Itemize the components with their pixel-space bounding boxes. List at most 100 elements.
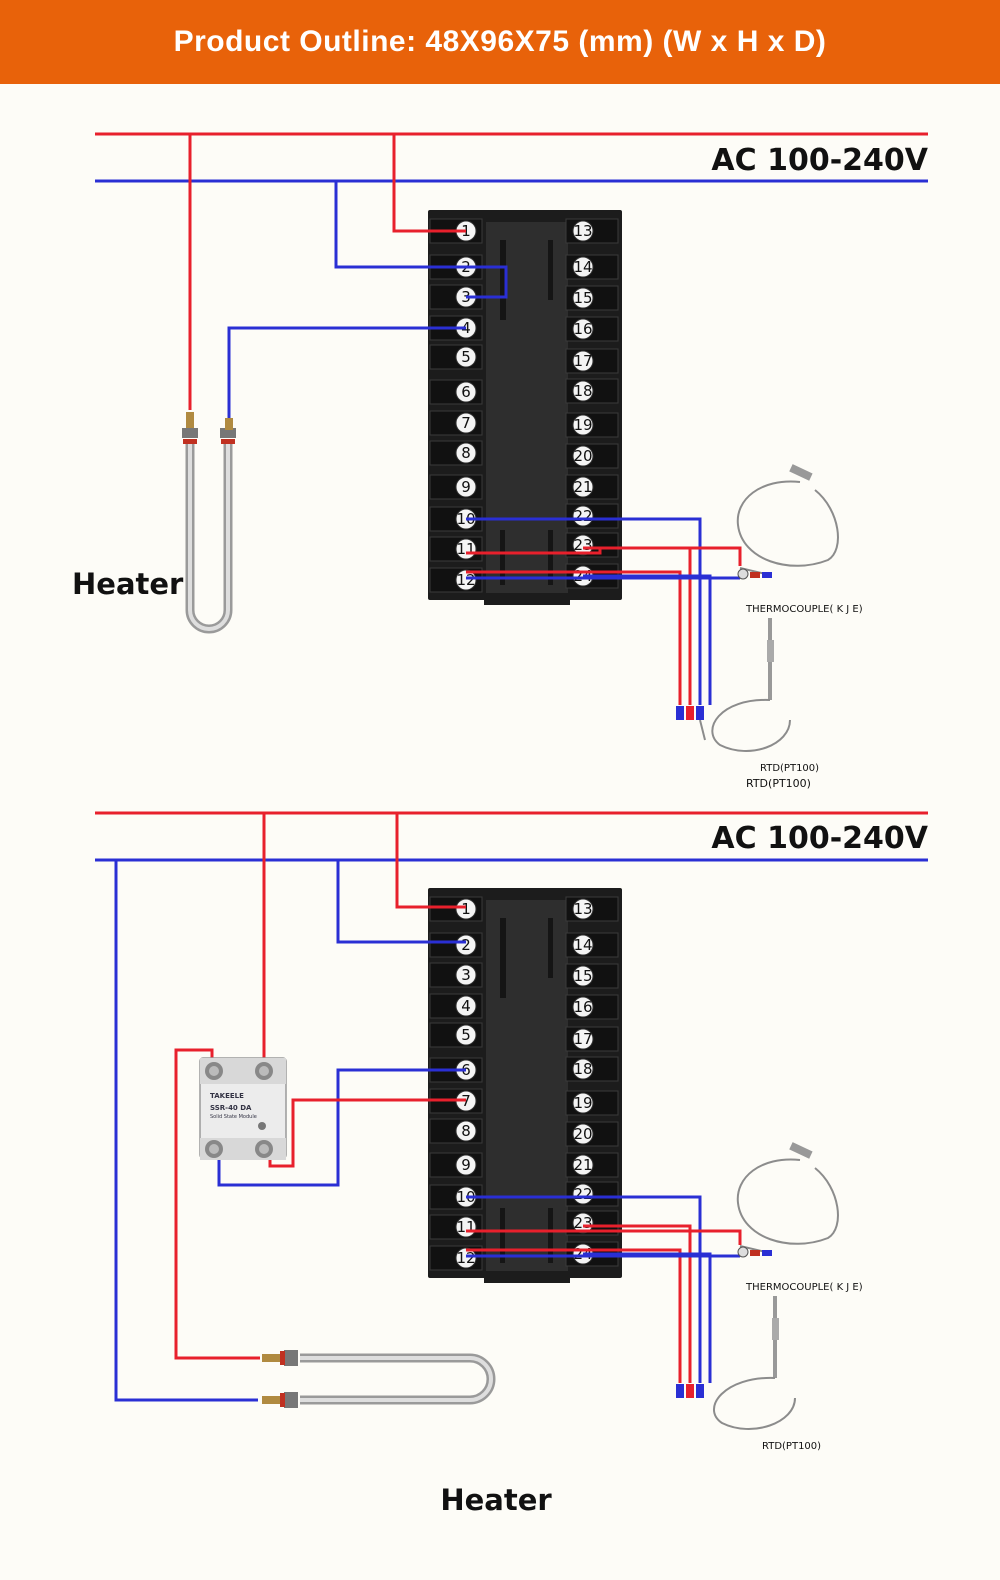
terminal-number: 8 — [461, 444, 471, 462]
terminal-number: 11 — [456, 540, 475, 558]
terminal-number: 16 — [573, 998, 592, 1016]
terminal-screw — [572, 898, 594, 920]
terminal-screw — [455, 934, 477, 956]
terminal-number: 2 — [461, 936, 471, 954]
terminal-number: 12 — [456, 1249, 475, 1267]
terminal-number: 15 — [573, 289, 592, 307]
terminal-screw — [455, 346, 477, 368]
terminal-screw — [455, 476, 477, 498]
terminal-screw — [572, 287, 594, 309]
header-banner: Product Outline: 48X96X75 (mm) (W x H x … — [0, 0, 1000, 84]
terminal-number: 9 — [461, 478, 471, 496]
terminal-number: 18 — [573, 382, 592, 400]
terminal-screw — [572, 934, 594, 956]
terminal-number: 20 — [573, 1125, 592, 1143]
terminal-screw — [572, 414, 594, 436]
terminal-screw — [455, 569, 477, 591]
terminal-screw — [572, 1154, 594, 1176]
wires-1 — [95, 132, 928, 705]
terminal-screw — [572, 445, 594, 467]
heater-element-2 — [262, 1350, 496, 1408]
terminal-screw — [455, 964, 477, 986]
terminal-number: 9 — [461, 1156, 471, 1174]
terminal-screw — [572, 220, 594, 242]
terminal-number: 5 — [461, 348, 471, 366]
terminal-number: 8 — [461, 1122, 471, 1140]
terminal-number: 17 — [573, 1030, 592, 1048]
terminal-screw — [572, 1092, 594, 1114]
terminal-number: 22 — [573, 507, 592, 525]
terminal-number: 18 — [573, 1060, 592, 1078]
terminal-screw — [572, 534, 594, 556]
terminal-number: 6 — [461, 383, 471, 401]
ssr-subtitle: Solid State Module — [210, 1114, 257, 1120]
terminal-number: 14 — [573, 936, 592, 954]
heater-label-2: Heater — [440, 1483, 552, 1517]
terminal-number: 21 — [573, 1156, 592, 1174]
ssr-module: TAKEELE SSR-40 DA Solid State Module — [199, 1057, 287, 1160]
terminal-screw — [572, 996, 594, 1018]
terminal-screw — [572, 476, 594, 498]
terminal-number: 14 — [573, 258, 592, 276]
terminal-number: 4 — [461, 997, 471, 1015]
page-title: Product Outline: 48X96X75 (mm) (W x H x … — [173, 25, 827, 58]
terminal-number: 3 — [461, 966, 471, 984]
terminal-screw — [455, 995, 477, 1017]
terminal-number: 15 — [573, 967, 592, 985]
terminal-number: 19 — [573, 1094, 592, 1112]
thermocouple-label-1: THERMOCOUPLE( K J E) — [745, 604, 863, 615]
terminal-screw — [572, 380, 594, 402]
terminal-number: 13 — [573, 222, 592, 240]
terminal-screw — [455, 1120, 477, 1142]
rtd-label-1b: RTD(PT100) — [746, 777, 811, 790]
power-label-2: AC 100-240V — [711, 821, 928, 856]
terminal-screw — [572, 256, 594, 278]
terminal-number: 7 — [461, 414, 471, 432]
terminal-number: 5 — [461, 1026, 471, 1044]
terminal-screw — [572, 318, 594, 340]
terminal-number: 23 — [573, 536, 592, 554]
terminal-screw — [572, 1183, 594, 1205]
terminal-screw — [572, 965, 594, 987]
terminal-screw — [455, 1024, 477, 1046]
terminal-number: 1 — [461, 900, 471, 918]
rtd-probe-2 — [676, 1296, 796, 1430]
rtd-label-2: RTD(PT100) — [762, 1441, 821, 1452]
terminal-screw — [455, 381, 477, 403]
terminal-screw — [455, 412, 477, 434]
terminal-screw — [572, 1123, 594, 1145]
terminal-number: 16 — [573, 320, 592, 338]
terminal-screw — [572, 1212, 594, 1234]
terminal-number: 22 — [573, 1185, 592, 1203]
terminal-number: 11 — [456, 1218, 475, 1236]
rtd-label-1: RTD(PT100) — [760, 763, 819, 774]
terminal-screw — [455, 898, 477, 920]
ssr-brand: TAKEELE — [210, 1092, 244, 1100]
terminal-screw — [572, 1028, 594, 1050]
terminal-screw — [572, 505, 594, 527]
heater-element-1 — [182, 412, 236, 634]
power-label-1: AC 100-240V — [711, 143, 928, 178]
wires-2 — [95, 811, 928, 1402]
heater-label-1: Heater — [72, 567, 184, 601]
terminal-number: 20 — [573, 447, 592, 465]
terminal-screw — [572, 350, 594, 372]
terminal-number: 13 — [573, 900, 592, 918]
terminal-number: 17 — [573, 352, 592, 370]
terminal-screw — [455, 1154, 477, 1176]
terminal-screw — [572, 1058, 594, 1080]
terminal-number: 23 — [573, 1214, 592, 1232]
thermocouple-probe-1 — [736, 464, 839, 580]
terminal-screw — [455, 442, 477, 464]
terminal-screw — [455, 1247, 477, 1269]
ssr-model: SSR-40 DA — [210, 1104, 252, 1112]
rtd-probe-1 — [676, 618, 791, 752]
terminal-number: 19 — [573, 416, 592, 434]
thermocouple-label-2: THERMOCOUPLE( K J E) — [745, 1282, 863, 1293]
